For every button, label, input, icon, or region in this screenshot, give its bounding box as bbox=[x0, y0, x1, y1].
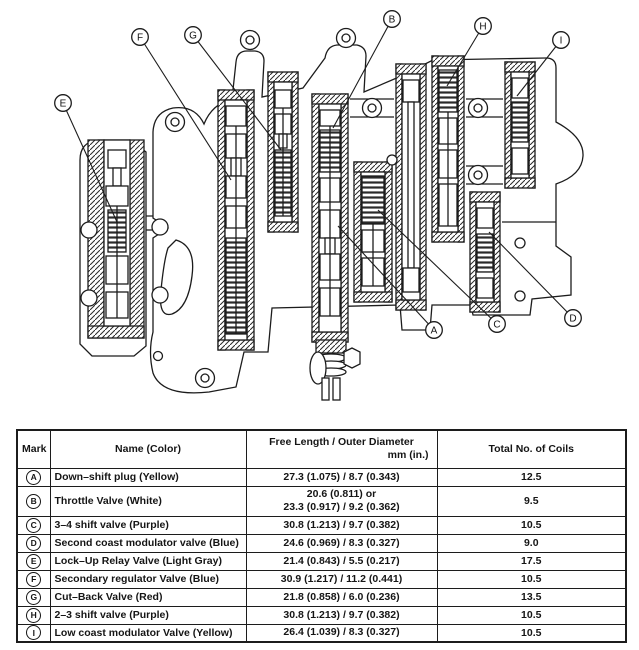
name-cell: Down–shift plug (Yellow) bbox=[49, 467, 247, 487]
free-length-cell: 30.9 (1.217) / 11.2 (0.441) bbox=[245, 569, 438, 589]
valve-body-diagram: A B C D E F G H I bbox=[54, 10, 584, 401]
name-cell: Secondary regulator Valve (Blue) bbox=[49, 569, 247, 589]
column-header-name: Name (Color) bbox=[49, 429, 247, 469]
free-length-header-line1: Free Length / Outer Diameter bbox=[269, 436, 414, 449]
free-length-cell: 21.4 (0.843) / 5.5 (0.217) bbox=[245, 551, 438, 571]
callout-letter-e: E bbox=[60, 99, 67, 110]
clamp-assembly bbox=[309, 339, 361, 401]
table-row: B Throttle Valve (White) 20.6 (0.811) or… bbox=[16, 485, 627, 517]
callout-marks bbox=[54, 10, 582, 339]
leader-a bbox=[337, 225, 435, 331]
callout-letter-d: D bbox=[569, 314, 576, 325]
mark-cell: H bbox=[16, 605, 51, 625]
leader-g bbox=[192, 34, 282, 151]
mark-badge: F bbox=[26, 571, 42, 587]
mark-badge: A bbox=[26, 469, 42, 485]
mark-badge: D bbox=[26, 535, 42, 551]
mark-cell: F bbox=[16, 569, 51, 589]
callout-letter-i: I bbox=[560, 36, 563, 47]
bolt-holes bbox=[80, 27, 526, 389]
callout-letter-h: H bbox=[479, 22, 486, 33]
callout-letter-c: C bbox=[493, 320, 500, 331]
coils-cell: 10.5 bbox=[436, 605, 627, 625]
mark-badge: E bbox=[26, 553, 42, 569]
coils-cell: 10.5 bbox=[436, 569, 627, 589]
column-header-coils: Total No. of Coils bbox=[436, 429, 627, 469]
callout-letter-a: A bbox=[431, 326, 438, 337]
table-row: E Lock–Up Relay Valve (Light Gray) 21.4 … bbox=[16, 551, 627, 571]
leader-i bbox=[516, 39, 562, 97]
valve-bore-b-a bbox=[311, 93, 349, 343]
free-length-cell: 30.8 (1.213) / 9.7 (0.382) bbox=[245, 515, 438, 535]
table-row: F Secondary regulator Valve (Blue) 30.9 … bbox=[16, 569, 627, 589]
table-row: D Second coast modulator valve (Blue) 24… bbox=[16, 533, 627, 553]
mark-cell: I bbox=[16, 623, 51, 643]
mark-cell: E bbox=[16, 551, 51, 571]
free-length-cell: 30.8 (1.213) / 9.7 (0.382) bbox=[245, 605, 438, 625]
mark-cell: D bbox=[16, 533, 51, 553]
callout-letter-g: G bbox=[189, 31, 197, 42]
mark-cell: G bbox=[16, 587, 51, 607]
name-cell: 3–4 shift valve (Purple) bbox=[49, 515, 247, 535]
table-row: A Down–shift plug (Yellow) 27.3 (1.075) … bbox=[16, 467, 627, 487]
mark-badge: C bbox=[26, 517, 42, 533]
table-header-row: Mark Name (Color) Free Length / Outer Di… bbox=[16, 429, 627, 469]
name-cell: Low coast modulator Valve (Yellow) bbox=[49, 623, 247, 643]
free-length-cell: 21.8 (0.858) / 6.0 (0.236) bbox=[245, 587, 438, 607]
callout-letters: A B C D E F G H I bbox=[60, 15, 577, 337]
name-cell: Lock–Up Relay Valve (Light Gray) bbox=[49, 551, 247, 571]
free-length-cell: 27.3 (1.075) / 8.7 (0.343) bbox=[245, 467, 438, 487]
name-cell: 2–3 shift valve (Purple) bbox=[49, 605, 247, 625]
column-header-mark: Mark bbox=[16, 429, 51, 469]
column-header-free-length: Free Length / Outer Diameter mm (in.) bbox=[245, 429, 438, 469]
coils-cell: 10.5 bbox=[436, 515, 627, 535]
mark-badge: B bbox=[26, 493, 42, 509]
coils-cell: 10.5 bbox=[436, 623, 627, 643]
leader-c bbox=[377, 209, 498, 325]
leader-e bbox=[62, 102, 118, 223]
mark-cell: A bbox=[16, 467, 51, 487]
table-row: G Cut–Back Valve (Red) 21.8 (0.858) / 6.… bbox=[16, 587, 627, 607]
callout-letter-b: B bbox=[389, 15, 396, 26]
valve-bore-f bbox=[217, 89, 255, 351]
mark-badge: G bbox=[26, 589, 42, 605]
table-row: C 3–4 shift valve (Purple) 30.8 (1.213) … bbox=[16, 515, 627, 535]
leader-lines bbox=[62, 18, 574, 331]
valve-bore-d bbox=[469, 191, 501, 313]
valve-bore-c bbox=[353, 161, 393, 303]
valve-bore-g bbox=[267, 71, 299, 233]
valve-bore-h bbox=[431, 55, 465, 243]
free-length-cell: 20.6 (0.811) or 23.3 (0.917) / 9.2 (0.36… bbox=[245, 485, 438, 517]
coils-cell: 9.0 bbox=[436, 533, 627, 553]
coils-cell: 17.5 bbox=[436, 551, 627, 571]
free-length-cell: 24.6 (0.969) / 8.3 (0.327) bbox=[245, 533, 438, 553]
mark-badge: I bbox=[26, 625, 42, 641]
callout-letter-f: F bbox=[137, 33, 143, 44]
name-cell: Second coast modulator valve (Blue) bbox=[49, 533, 247, 553]
coils-cell: 12.5 bbox=[436, 467, 627, 487]
coils-cell: 13.5 bbox=[436, 587, 627, 607]
spec-table-wrap: Mark Name (Color) Free Length / Outer Di… bbox=[16, 429, 627, 643]
leader-b bbox=[332, 18, 393, 129]
valve-body-figure: A B C D E F G H I bbox=[54, 10, 584, 401]
leader-h bbox=[446, 25, 484, 87]
valve-bore-i bbox=[504, 61, 536, 189]
free-length-cell: 26.4 (1.039) / 8.3 (0.327) bbox=[245, 623, 438, 643]
mark-cell: B bbox=[16, 485, 51, 517]
name-cell: Throttle Valve (White) bbox=[49, 485, 247, 517]
leader-f bbox=[139, 36, 232, 181]
name-cell: Cut–Back Valve (Red) bbox=[49, 587, 247, 607]
leader-d bbox=[488, 231, 574, 319]
mark-cell: C bbox=[16, 515, 51, 535]
table-row: I Low coast modulator Valve (Yellow) 26.… bbox=[16, 623, 627, 643]
coils-cell: 9.5 bbox=[436, 485, 627, 517]
free-length-header-line2: mm (in.) bbox=[387, 449, 429, 462]
table-row: H 2–3 shift valve (Purple) 30.8 (1.213) … bbox=[16, 605, 627, 625]
valve-bore-e bbox=[87, 139, 145, 339]
valve-bore-rod bbox=[395, 63, 427, 311]
mark-badge: H bbox=[26, 607, 42, 623]
spring-specifications-table: Mark Name (Color) Free Length / Outer Di… bbox=[16, 429, 627, 643]
